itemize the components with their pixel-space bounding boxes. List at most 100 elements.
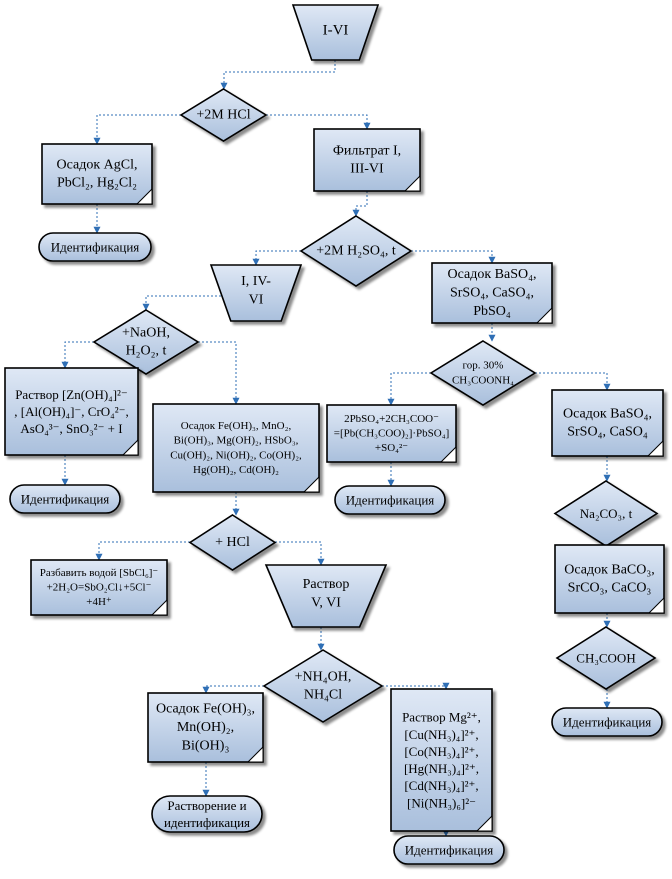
node-label-line: +2M HCl [196,108,250,123]
process-shape [390,688,493,832]
node-label-line: +2M H₂SO₄, t [316,244,396,259]
node-label-line: [Co(NH₃)₄]²⁺, [404,744,478,759]
terminal-shape [393,835,505,865]
node-label-line: Осадок AgCl, [57,157,138,172]
node-ident-zn: Идентификация [9,484,121,514]
node-ppt-agcl: Осадок AgCl, PbCl₂, Hg₂Cl₂ [41,143,153,205]
node-label-line: Разбавить водой [SbCl₆]⁻ [40,567,159,579]
node-label-line: =[Pb(CH₃COO)₂]·PbSO₄] [334,428,450,440]
node-d-plus-hcl: + HCl [188,514,277,571]
node-label-line: SrSO₄, CaSO₄ [567,425,648,440]
node-label-line: Раствор Mg²⁺, [402,710,481,725]
node-label-line: I-VI [323,22,349,38]
node-label-line: Идентификация [405,843,494,858]
node-label-line: Раствор [303,577,350,592]
node-label-line: PbSO₄ [473,304,511,319]
folded-corner-icon [535,306,553,324]
node-label-line: CH₃COOH [576,651,635,666]
node-label-line: Bi(OH)₃ [182,738,230,753]
node-label-line: Фильтрат I, [333,143,401,158]
node-ppt-fe: Осадок Fe(OH)₃, MnO₂, Bi(OH)₃, Mg(OH)₂, H… [152,403,320,493]
node-ident-ba: Идентификация [551,707,663,737]
node-label-line: идентификация [164,815,250,830]
node-sb-reaction: Разбавить водой [SbCl₆]⁻+2H₂O=SbO₂Cl↓+5C… [30,559,168,616]
node-label-line: [Cu(NH₃)₄]²⁺, [404,727,478,742]
diamond-shape [188,514,277,571]
node-sol-mg: Раствор Mg²⁺, [Cu(NH₃)₄]²⁺, [Co(NH₃)₄]²⁺, [… [390,688,493,832]
node-label-line: Hg(OH)₂, Cd(OH)₂ [193,464,279,476]
terminal-shape [334,485,446,515]
node-label-line: Bi(OH)₃, Mg(OH)₂, HSbO₃, [174,435,299,447]
node-label-line: Осадок BaCO₃, [564,562,655,577]
terminal-shape [9,484,121,514]
node-label-line: + HCl [215,535,250,550]
folded-corner-icon [403,174,421,192]
node-label-line: CH₃COONH₄ [452,374,514,386]
node-sol-zn: Раствор [Zn(OH)₄]²⁻, [Al(OH)₄]⁻, CrO₄²⁻,… [4,367,139,456]
connector-start-to-d_hcl [220,60,336,90]
node-ppt-baso4: Осадок BaSO₄, SrSO₄, CaSO₄, PbSO₄ [431,262,553,324]
node-label-line: SrSO₄, CaSO₄, [450,286,534,301]
node-label-line: PbCl₂, Hg₂Cl₂ [57,176,137,191]
node-label-line: VI [249,293,264,308]
node-label-line: Cu(OH)₂, Ni(OH)₂, Co(OH)₂, [170,449,302,461]
node-label-line: гор. 30% [463,360,504,372]
node-pb-reaction: 2PbSO₄+2CH₃COO⁻=[Pb(CH₃COO)₂]·PbSO₄]+SO₄… [326,404,457,463]
connector-d_ch3coonh4-to-ppt_baso4_2 [535,372,611,391]
folded-corner-icon [135,187,153,205]
diamond-shape [429,340,537,406]
node-label-line: +NaOH, [122,325,170,340]
node-label-line: +SO₄²⁻ [375,442,408,454]
connector-d_naoh-to-ppt_fe [198,341,240,405]
node-label-line: Na₂CO₃, t [580,506,633,521]
node-label-line: Идентификация [346,493,435,508]
node-label-line: [Ni(NH₃)₆]²⁻ [407,795,476,810]
node-d-ch3cooh: CH₃COOH [555,626,657,690]
process-shape [41,143,153,205]
node-label-line: SrCO₃, CaCO₃ [568,581,652,596]
connector-d_h2so4-to-trap_iv [252,250,301,266]
node-label-line: Идентификация [563,715,652,730]
node-ppt-baco3: Осадок BaCO₃, SrCO₃, CaCO₃ [554,544,665,614]
node-label-line: Осадок Fe(OH)₃, [156,702,255,717]
process-shape [152,403,320,493]
node-label-line: Осадок Fe(OH)₃, MnO₂, [181,420,292,432]
node-label-line: Раствор [Zn(OH)₄]²⁻ [15,387,128,402]
node-label-line: Осадок BaSO₄, [448,267,537,282]
diamond-shape [299,215,413,287]
node-dissolve-ident: Растворение и идентификация [151,795,263,833]
terminal-shape [151,795,263,833]
diamond-shape [179,88,268,142]
process-shape [30,559,168,616]
connector-filtrate1-to-d_h2so4 [352,191,368,217]
folded-corner-icon [646,439,664,457]
node-label-line: Mn(OH)₂, [177,720,234,735]
trapezoid-shape [209,264,303,322]
node-d-h2so4: +2M H₂SO₄, t [299,215,413,287]
terminal-shape [38,232,152,262]
connector-d_hcl-to-ppt_agcl [93,114,181,145]
process-shape [313,128,421,192]
node-label-line: V, VI [311,595,341,610]
process-shape [4,367,139,456]
process-shape [551,389,664,457]
node-label-line: [Hg(NH₃)₄]²⁺, [404,761,479,776]
node-label-line: I, IV- [241,274,271,289]
node-label-line: III-VI [350,162,384,177]
trapezoid-shape [264,564,388,628]
connector-d_nh4oh-to-sol_mg [382,682,450,690]
node-d-hcl: +2M HCl [179,88,268,142]
process-shape [147,692,264,763]
folded-corner-icon [302,475,320,493]
node-filtrate1: Фильтрат I, III-VI [313,128,421,192]
node-label-line: Растворение и [167,798,246,813]
connector-d_plus_hcl-to-trap_v [275,541,325,566]
node-trap-iv: I, IV- VI [209,264,303,322]
node-d-na2co3: Na₂CO₃, t [553,480,659,547]
diamond-shape [92,309,200,375]
connector-d_plus_hcl-to-sb_reaction [95,541,190,561]
folded-corner-icon [475,814,493,832]
connector-d_naoh-to-sol_zn [61,341,94,369]
folded-corner-icon [439,445,457,463]
node-label-line: Идентификация [51,240,140,255]
